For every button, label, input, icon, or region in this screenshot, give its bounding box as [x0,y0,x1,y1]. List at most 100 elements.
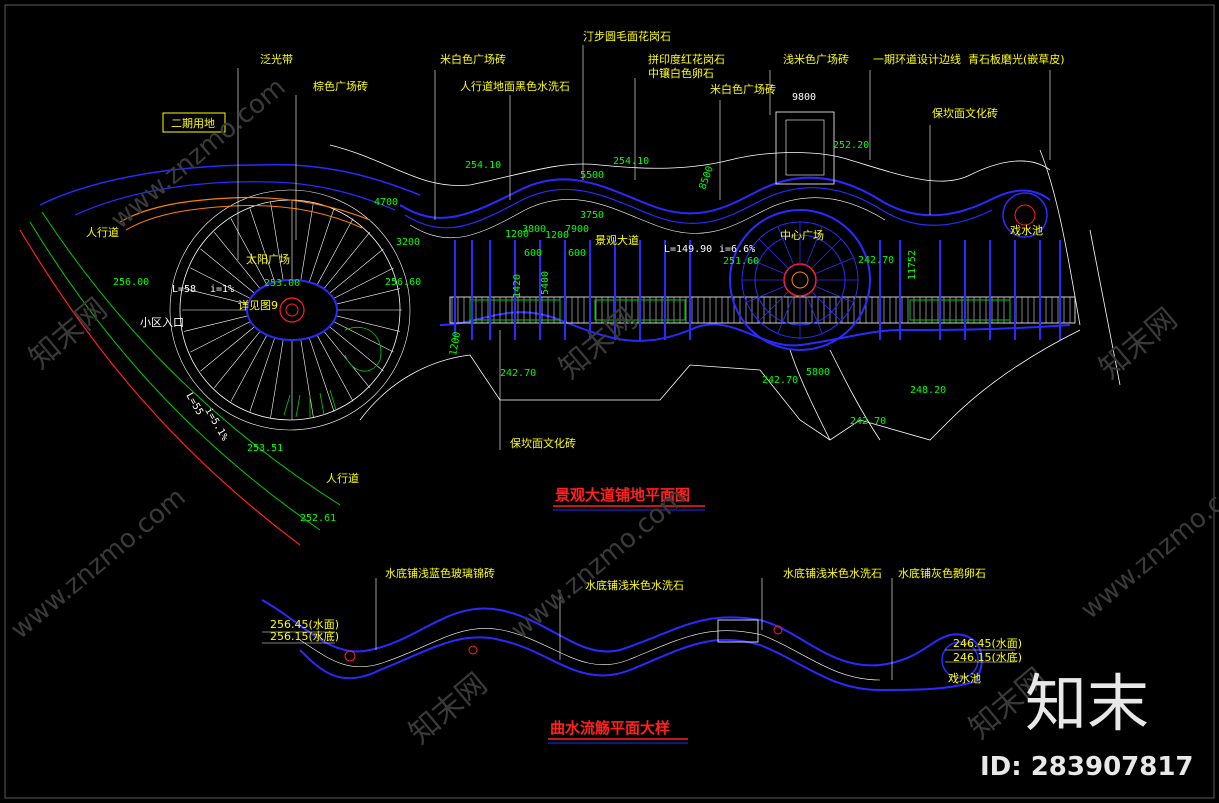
plaza-petal-line [758,238,789,269]
sun-plaza-spoke [333,321,394,353]
dim-3750: 3750 [580,210,604,221]
watermark-logo-group: 知末 ID: 283907817 [980,667,1194,782]
sun-plaza-spoke [200,248,255,294]
label-xishui: 戏水池 [1010,224,1043,237]
level-4: 246.15(水底) [953,650,1022,664]
sun-plaza-spoke [329,326,384,372]
lower-plan-title: 曲水流觞平面大样 [550,719,670,737]
sun-plaza-spoke [249,337,276,412]
label-taiyang: 太阳广场 [246,252,290,266]
dim-l-58: L=58 [172,284,196,295]
dim-1200c: 1200 [448,331,463,357]
dim-1420: 1420 [512,274,523,298]
level-3: 246.45(水面) [953,637,1022,650]
label-tingbu: 汀步圆毛面花岗石 [583,30,671,43]
label-qingshi: 青石板磨光(嵌草皮) [968,52,1065,66]
dim-i-66: i=6.6% [719,244,755,255]
level-1: 256.45(水面) [270,618,339,631]
lower-label-2: 水底铺浅米色水洗石 [585,578,684,592]
dim-1200: 1200 [505,229,529,240]
plaza-petal-line [805,294,823,334]
label-renxingdao2: 人行道 [326,471,359,485]
elevation-3: 253.00 [264,278,300,289]
plaza-petal-line [811,291,842,322]
level-2: 256.15(水底) [270,629,339,643]
sun-plaza-spoke [323,232,371,289]
dim-5500: 5500 [580,170,604,181]
label-zongse: 棕色广场砖 [313,79,368,93]
sun-plaza-spoke [184,315,248,332]
lower-label-xishui: 戏水池 [948,672,981,685]
dim-7900: 7900 [565,224,589,235]
lower-title-group: 曲水流觞平面大样 [548,719,688,744]
plaza-petal-line [814,285,854,303]
lower-label-4: 水底铺灰色鹅卵石 [898,566,986,580]
label-renxing-daoban: 人行道地面黑色水洗石 [460,79,570,93]
sun-plaza-spoke [184,288,248,305]
dim-l-149: L=149.90 [664,244,712,255]
dimension-labels: 9800 5500 3750 1200 3800 1200 7900 600 6… [172,92,918,443]
dim-11752: 11752 [907,250,918,280]
sun-plaza-spoke [308,208,335,283]
label-phase2: 二期用地 [171,117,215,130]
sun-plaza-spoke [300,339,314,418]
plaza-petal-line [805,226,823,266]
elevation-12: 248.20 [910,385,946,396]
dim-600b: 600 [568,248,586,259]
sun-plaza-spoke [190,267,251,299]
elevation-10: 242.70 [762,375,798,386]
watermark-id: ID: 283907817 [980,752,1194,782]
elevation-9: 242.70 [500,368,536,379]
sun-plaza-spoke [230,334,268,402]
label-pinyin2: 中镶白色卵石 [648,66,714,80]
label-zhongxin: 中心广场 [780,228,824,242]
label-mibai2: 米白色广场砖 [710,82,776,96]
dim-1200b: 1200 [545,230,569,241]
label-baokan: 保坎面文化砖 [932,106,998,120]
dim-i-1: i=1% [210,284,234,295]
label-mibai1: 米白色广场砖 [440,52,506,66]
upper-plan-geometry [19,45,1121,546]
sun-plaza-spoke [190,321,251,353]
label-pinyin1: 拼印度红花岗石 [648,52,725,66]
elevation-5: 254.10 [613,156,649,167]
sun-plaza-spoke [336,315,400,332]
sun-plaza-spoke [333,267,394,299]
plaza-petal-line [758,291,789,322]
label-qianmi: 浅米色广场砖 [783,52,849,66]
lower-labels: 水底铺浅蓝色玻璃锦砖 水底铺浅米色水洗石 水底铺浅米色水洗石 水底铺灰色鹅卵石 … [270,566,1022,685]
plaza-petal-line [746,257,786,275]
lower-label-1: 水底铺浅蓝色玻璃锦砖 [385,566,495,580]
elevation-4: 254.10 [465,160,501,171]
elevation-8: 242.70 [858,255,894,266]
dim-9800: 9800 [792,92,816,103]
sun-plaza-spoke [213,331,261,388]
dim-5400: 5400 [540,271,551,295]
sun-plaza-spoke [336,288,400,305]
plaza-petal-line [746,285,786,303]
dim-600a: 600 [524,248,542,259]
plaza-petal-line [811,238,842,269]
dim-3800: 3800 [522,224,546,235]
label-jingguan: 景观大道 [595,233,639,247]
plaza-petal-line [814,257,854,275]
dim-5800: 5800 [806,367,830,378]
plaza-petal-line [777,226,795,266]
label-renxingdao1: 人行道 [86,225,119,239]
elevation-labels: 256.00 256.60 253.00 254.10 254.10 251.6… [113,140,946,524]
sun-plaza-spoke [270,339,284,418]
sun-plaza-spoke [230,218,268,286]
elevation-1: 256.00 [113,277,149,288]
watermark-logo: 知末 [1025,667,1149,740]
sun-plaza-spoke [270,202,284,281]
upper-plan-title: 景观大道铺地平面图 [555,486,690,504]
elevation-2: 256.60 [385,277,421,288]
label-yiqi: 一期环道设计边线 [873,52,961,66]
sun-plaza-spoke [316,218,354,286]
label-xiaoqu: 小区入口 [140,316,184,329]
sun-plaza-spoke [316,334,354,402]
sun-plaza-spoke [213,232,261,289]
label-xiangjian: 详见图9 [238,298,278,312]
dim-3200: 3200 [396,237,420,248]
